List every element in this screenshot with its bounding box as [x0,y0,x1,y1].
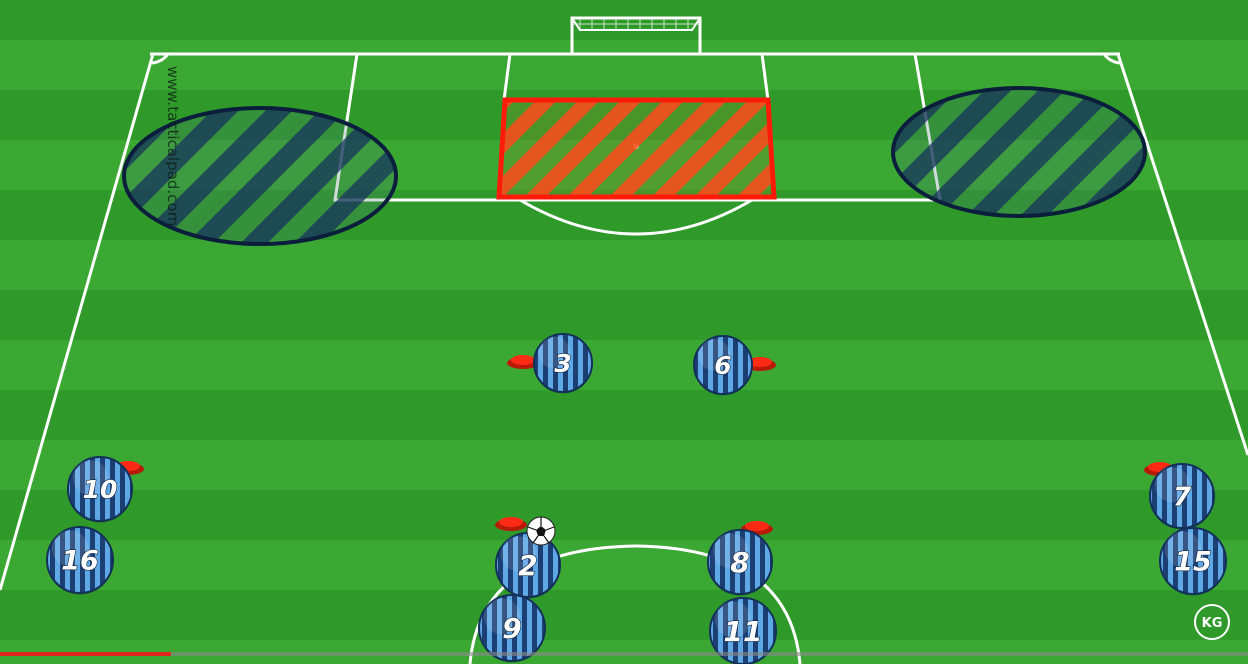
watermark-text: www.tacticalpad.com [164,66,182,226]
goal-icon [570,16,702,56]
player-token[interactable]: 10 [67,456,133,523]
kg-logo: KG [1194,604,1230,640]
marker-cone[interactable] [507,355,539,369]
player-number: 10 [83,475,118,504]
left-touchline [0,53,155,591]
corner-arc-left [151,53,170,65]
penalty-arc [519,198,753,236]
player-token[interactable]: 6 [693,335,753,396]
player-number: 7 [1173,482,1192,512]
player-number: 3 [554,349,571,378]
video-progress-bar[interactable] [0,652,1248,656]
corner-arc-right [1102,53,1121,65]
left-wide-zone [122,106,398,246]
player-number: 16 [61,546,99,577]
player-token[interactable]: 3 [533,333,593,394]
logo-letters: KG [1202,616,1223,631]
player-number: 6 [714,351,731,380]
player-token[interactable]: 9 [478,594,546,663]
player-token[interactable]: 8 [707,529,773,596]
player-number: 8 [730,546,749,579]
player-number: 2 [518,549,537,582]
player-token[interactable]: 15 [1159,527,1227,596]
player-token[interactable]: 2 [495,532,561,599]
player-number: 9 [502,612,521,645]
right-wide-zone [891,86,1147,218]
player-number: 15 [1174,547,1212,578]
players-layer: 3 6 10 7 16 2 8 15 9 11 [46,333,1227,664]
player-token[interactable]: 7 [1149,463,1215,530]
marker-cone[interactable] [495,517,527,531]
soccer-ball-icon[interactable] [526,516,556,546]
right-touchline [1116,53,1248,456]
player-number: 11 [724,615,763,648]
central-target-zone [496,97,777,200]
player-token[interactable]: 11 [709,597,777,664]
player-token[interactable]: 16 [46,526,114,595]
